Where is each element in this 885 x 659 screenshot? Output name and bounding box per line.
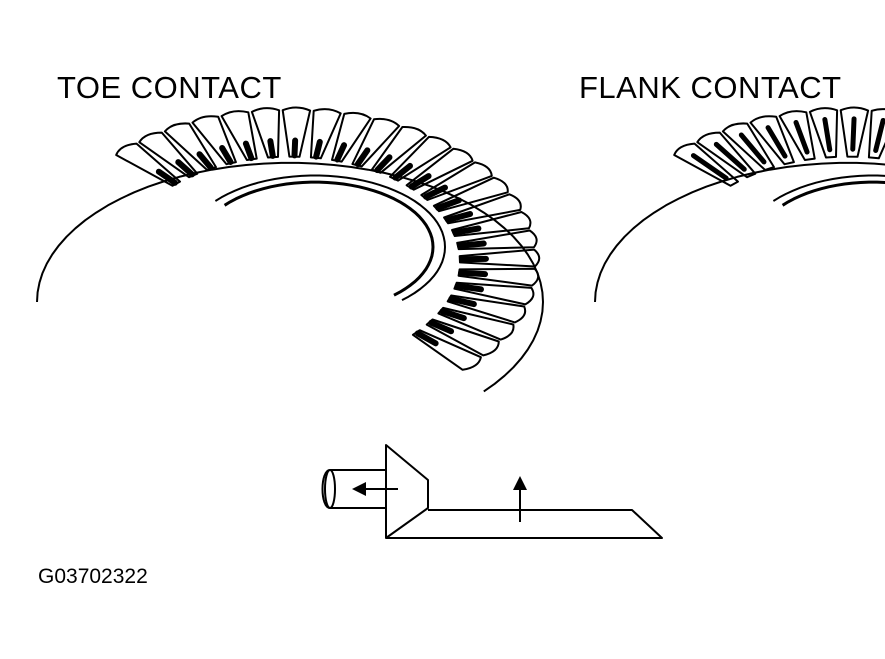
toe-contact-label: TOE CONTACT: [57, 70, 282, 105]
figure-code: G03702322: [38, 565, 148, 588]
flank-contact-label: FLANK CONTACT: [579, 70, 842, 105]
ring-gear-icon: [36, 106, 544, 393]
pinion-gear-icon: [321, 444, 663, 539]
ring-gear-icon: [594, 106, 885, 303]
arrow-up-icon: [513, 476, 527, 522]
arrow-left-icon: [352, 482, 398, 496]
